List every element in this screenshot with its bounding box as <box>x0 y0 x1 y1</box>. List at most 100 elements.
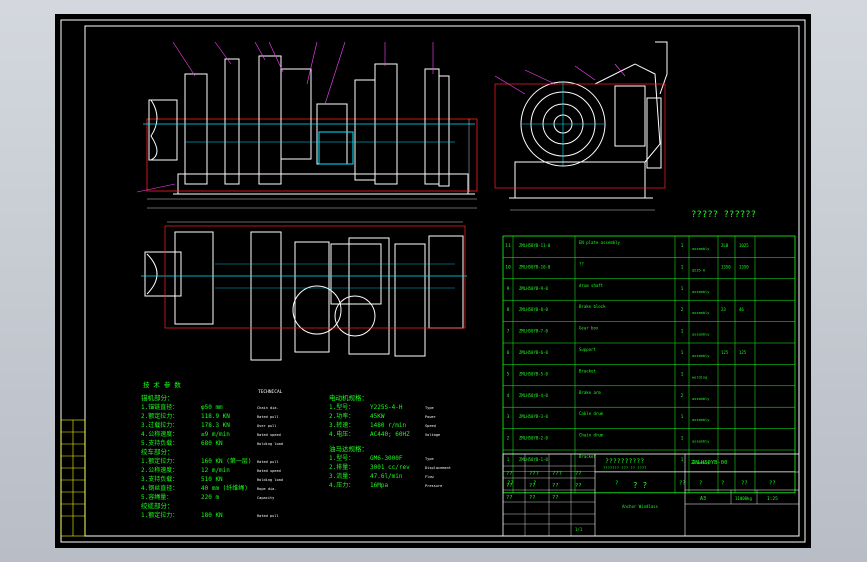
windlass-param-value-2: 178.3 KN <box>201 422 230 429</box>
motor-param-label-3: 4.电压： <box>329 430 354 438</box>
mooring-param-value-4: 220 m <box>201 494 219 501</box>
parts-row-no: 4 <box>507 393 510 399</box>
plan-view <box>141 221 467 361</box>
parts-row-name: Brake arm <box>579 390 601 395</box>
windlass-param-label-4: 5.支持负载： <box>141 439 178 447</box>
parts-row-code: ZMLH50YB-2-0 <box>519 436 548 441</box>
parts-row-no: 8 <box>507 307 510 313</box>
mooring-param-en-1: Rated speed <box>257 469 281 473</box>
warping-param-en-0: Rated pull <box>257 514 279 518</box>
parts-row-name: Bracket <box>579 368 596 373</box>
inner-frame <box>84 25 800 537</box>
parts-row-qty: 1 <box>681 243 684 249</box>
windlass-param-en-0: Chain dia. <box>257 406 279 410</box>
parts-row-no: 1 <box>507 457 510 463</box>
parts-row-code: ZMLH50YB-7-0 <box>519 329 548 334</box>
tb-name-en: Anchor Windlass <box>622 504 659 509</box>
parts-header-mat: ? <box>699 480 702 486</box>
motor-param-label-0: 1.型号： <box>329 403 354 411</box>
mooring-param-value-1: 12 m/min <box>201 467 230 474</box>
mooring-param-value-0: 160 KN (第一层) <box>201 457 252 465</box>
tb-weight: 11000kg <box>735 496 752 501</box>
parts-row-code: ZMLH50YB-10-0 <box>519 264 551 269</box>
mooring-param-en-0: Rated pull <box>257 460 279 464</box>
parts-row-name: Chain drum <box>579 433 604 438</box>
parts-row-code: ZMLH50YB-8-0 <box>519 307 548 312</box>
parts-row-no: 9 <box>507 286 510 292</box>
parts-row-mat: assembly <box>692 311 710 315</box>
parts-row-qty: 2 <box>681 393 684 399</box>
tb-cell: ??? <box>529 471 539 477</box>
windlass-param-label-2: 3.过载拉力： <box>141 421 178 429</box>
pump-param-label-0: 1.型号： <box>329 454 354 462</box>
parts-list-title: ????? ?????? <box>691 210 756 220</box>
pump-param-label-2: 3.流量： <box>329 472 354 480</box>
motor-param-en-0: Type <box>425 406 434 410</box>
parts-row-no: 10 <box>505 264 511 270</box>
front-view <box>136 41 478 209</box>
parts-row-mat: assembly <box>692 247 710 251</box>
windlass-param-label-0: 1.锚链直径： <box>141 403 178 411</box>
parts-row-name: drum shaft <box>579 283 604 288</box>
parts-row-name: ?? <box>579 261 584 266</box>
parts-row-code: ZMLH50YB-6-0 <box>519 350 548 355</box>
tb-cell: ?? <box>529 483 536 489</box>
parts-row-qty: 1 <box>681 414 684 420</box>
motor-param-value-3: AC440; 60HZ <box>370 431 410 438</box>
parts-row-mat: assembly <box>692 461 710 465</box>
tb-cell: ?? <box>552 483 559 489</box>
parts-row-code: ZMLH50YB-11-0 <box>519 243 551 248</box>
motor-param-en-3: Voltage <box>425 433 440 437</box>
tb-scale: 1:25 <box>767 496 778 502</box>
side-view <box>494 41 668 211</box>
parts-row-no: 11 <box>505 243 511 249</box>
mooring-param-en-4: Capacity <box>257 496 275 500</box>
parts-header-total: ?? <box>741 480 748 486</box>
parts-row-mat: assembly <box>692 440 710 444</box>
windlass-param-value-4: 680 KN <box>201 440 223 447</box>
parts-header-name: ? <box>615 480 618 486</box>
parts-row-unit: 1350 <box>721 264 731 269</box>
tb-cell: ?? <box>506 483 513 489</box>
parts-row-no: 2 <box>507 436 510 442</box>
pump-param-en-0: Type <box>425 457 434 461</box>
parts-row-name: Support <box>579 347 596 352</box>
parts-header-no: ?? <box>507 480 514 486</box>
mooring-param-label-2: 3.支持负载： <box>141 475 178 483</box>
spec-title: 技 术 参 数 <box>143 380 181 389</box>
parts-row-unit: 125 <box>721 350 729 355</box>
title-block: ????????????????? ??? ?? ????ZMLH50YB-00… <box>502 453 800 537</box>
windlass-param-en-2: Over pull <box>257 424 276 428</box>
motor-param-en-2: Speed <box>425 424 436 428</box>
tb-cell: ?? <box>575 483 582 489</box>
pump-param: 油马达规格： <box>329 444 368 453</box>
motor-param-label-2: 3.转速： <box>329 421 354 429</box>
parts-row-total: 125 <box>739 350 747 355</box>
parts-row-name: Brake block <box>579 304 606 309</box>
warping-param: 绞缆部分： <box>141 501 174 510</box>
tb-cell: ?? <box>506 471 513 477</box>
outer-frame <box>60 19 806 543</box>
tb-subtitle: ??????? ??? ?? ???? <box>603 465 646 470</box>
warping-param-value-0: 180 KN <box>201 512 223 519</box>
parts-row-name: EN plate assembly <box>579 240 621 245</box>
tb-name-cn: ? ? <box>633 481 648 490</box>
tb-project: ?????????? <box>605 457 644 465</box>
parts-row-qty: 1 <box>681 329 684 335</box>
parts-header-code: ? <box>533 480 536 486</box>
parts-row-qty: 1 <box>681 436 684 442</box>
revision-strip <box>60 419 86 537</box>
windlass-param-en-1: Rated pull <box>257 415 279 419</box>
parts-row-code: ZMLH50YB-3-0 <box>519 414 548 419</box>
parts-row-mat: assembly <box>692 397 710 401</box>
motor-param: 电动机规格： <box>329 393 368 402</box>
parts-header-qty: ?? <box>679 480 686 486</box>
parts-row-qty: 1 <box>681 457 684 463</box>
parts-row-mat: assembly <box>692 290 710 294</box>
parts-row-no: 7 <box>507 329 510 335</box>
parts-row-total: 46 <box>739 307 744 312</box>
pump-param-label-3: 4.压力： <box>329 481 354 489</box>
